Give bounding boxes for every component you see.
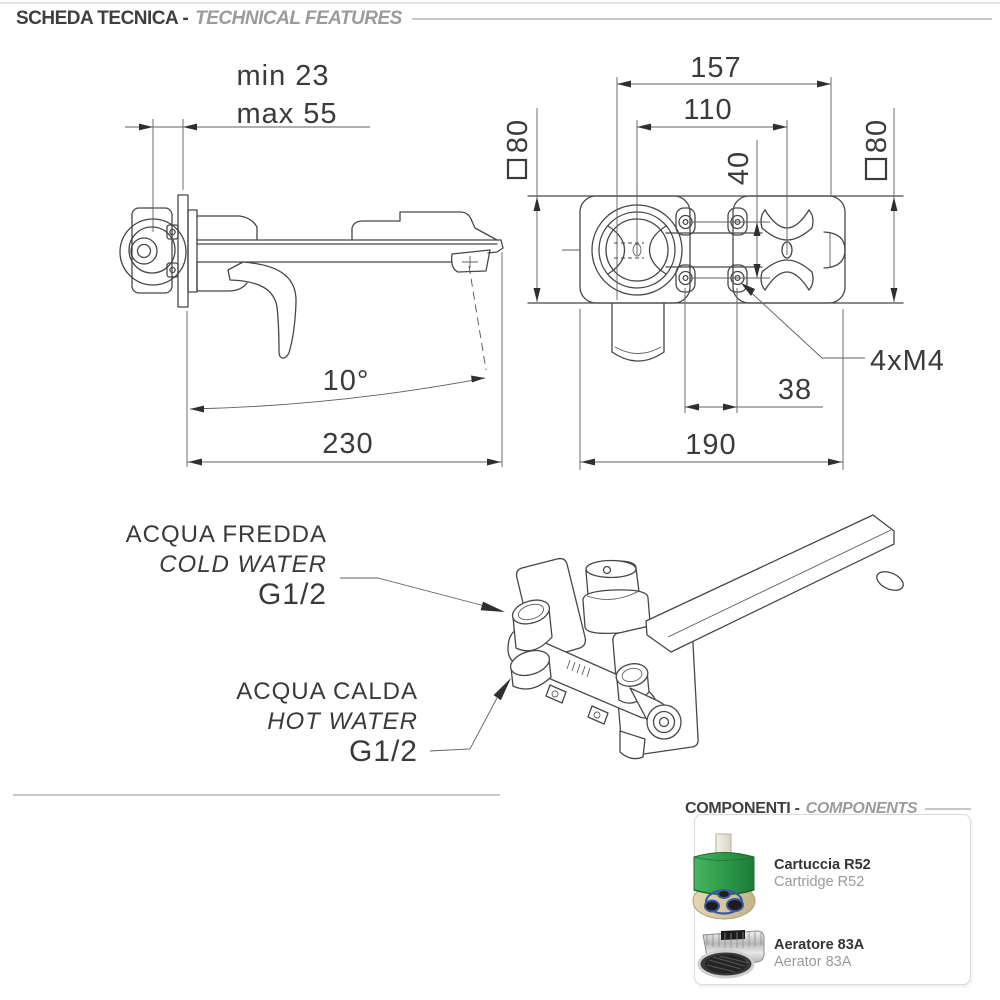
components-header-rule: [925, 808, 971, 810]
label-4xM4: 4xM4: [870, 345, 945, 377]
label-cold-en: COLD WATER: [159, 551, 327, 578]
side-view-depth-dimension: min 23 max 55: [125, 60, 370, 232]
components-section: COMPONENTI - COMPONENTS: [685, 800, 971, 985]
spout-hub: [591, 204, 683, 296]
front-view: 157 110 40 80: [502, 52, 945, 470]
technical-drawing: min 23 max 55: [119, 52, 945, 768]
dim-max-depth: max 55: [236, 98, 337, 130]
dim-80-right: 80: [861, 119, 893, 153]
spout-plate: [579, 195, 691, 304]
dim-110: 110: [683, 94, 732, 126]
cartridge-name-english: Cartridge R52: [774, 874, 865, 890]
side-view: min 23 max 55: [119, 60, 504, 467]
label-hot-thread: G1/2: [349, 735, 418, 768]
cartridge-name-italian: Cartuccia R52: [774, 857, 871, 873]
front-dim-80-right: 80: [861, 108, 898, 302]
front-dim-157: 157: [616, 52, 832, 300]
front-screw-callout: 4xM4: [741, 283, 945, 377]
components-panel: Cartuccia R52 Cartridge R52 Aeratore 83A: [692, 814, 971, 985]
components-header: COMPONENTI - COMPONENTS: [685, 800, 971, 818]
cold-inlet-port: [511, 599, 553, 652]
sheet-title-italian: SCHEDA TECNICA -: [16, 8, 189, 29]
front-dim-80-left: 80: [502, 108, 541, 302]
front-dim-40: 40: [690, 140, 770, 279]
label-cold-thread: G1/2: [258, 578, 327, 611]
dim-190: 190: [685, 429, 736, 461]
dim-157: 157: [690, 52, 741, 84]
aerator-name-italian: Aeratore 83A: [774, 937, 865, 953]
square-symbol-right: [864, 157, 888, 181]
side-view-angle-dimension: 10°: [189, 265, 487, 413]
dim-spout-angle: 10°: [323, 365, 370, 397]
sheet-header-rule: [411, 18, 992, 20]
outlet-ports: [615, 663, 682, 760]
aerator-3d: [876, 571, 904, 591]
dim-40: 40: [723, 151, 755, 185]
concealed-body: [131, 207, 173, 294]
handle-lever: [227, 261, 297, 359]
front-dim-110: 110: [636, 94, 788, 255]
mounting-bar: [614, 207, 763, 293]
side-view-faucet-outline: [119, 194, 504, 359]
square-symbol-left: [506, 158, 528, 180]
dim-spout-length: 230: [322, 428, 373, 460]
sheet-header: SCHEDA TECNICA - TECHNICAL FEATURES: [16, 8, 992, 30]
aerator-illustration: [697, 930, 765, 979]
cold-water-callout: ACQUA FREDDA COLD WATER G1/2: [126, 521, 505, 612]
spout-aerator: [450, 249, 491, 273]
front-dim-38: 38: [684, 288, 823, 413]
spout-3d: [645, 514, 904, 653]
cartridge-illustration: [692, 833, 756, 920]
cartridge-housing: [582, 559, 651, 635]
cartridge-labels: Cartuccia R52 Cartridge R52: [774, 857, 871, 891]
vent-hole: [602, 565, 612, 575]
sheet-title-english: TECHNICAL FEATURES: [195, 8, 402, 29]
label-cold-it: ACQUA FREDDA: [126, 521, 327, 548]
bottom-separator-rule: [13, 794, 500, 796]
front-dim-190: 190: [579, 309, 844, 470]
spout-tube-front: [611, 302, 665, 362]
dim-min-depth: min 23: [236, 60, 329, 92]
aerator-labels: Aeratore 83A Aerator 83A: [774, 937, 864, 971]
dim-38: 38: [778, 374, 812, 406]
hot-inlet-port: [509, 649, 552, 690]
page-top-rule: [0, 2, 1000, 4]
components-title-italian: COMPONENTI -: [685, 800, 800, 817]
handle-cross: [760, 209, 846, 291]
hot-water-callout: ACQUA CALDA HOT WATER G1/2: [236, 678, 511, 768]
components-title-english: COMPONENTS: [805, 800, 918, 817]
label-hot-en: HOT WATER: [267, 708, 418, 735]
aerator-name-english: Aerator 83A: [774, 954, 852, 970]
label-hot-it: ACQUA CALDA: [236, 678, 418, 705]
side-view-length-dimension: 230: [186, 252, 503, 467]
perspective-view: ACQUA FREDDA COLD WATER G1/2 ACQUA CALDA…: [126, 514, 904, 768]
dim-80-left: 80: [502, 119, 534, 153]
